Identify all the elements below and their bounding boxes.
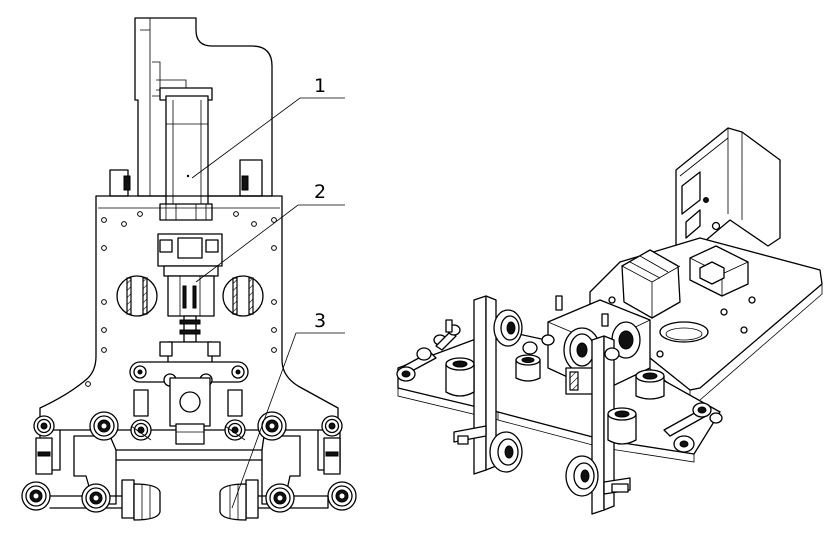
coupling-block: [157, 233, 223, 317]
suction-cup-right: [219, 479, 259, 521]
callout-3-label: 3: [314, 310, 326, 332]
suction-cup-left: [121, 479, 161, 521]
iso-roller-3: [565, 455, 599, 497]
window-right: [222, 275, 264, 317]
isometric-view: [396, 127, 823, 515]
top-bracket: [134, 17, 273, 197]
iso-cup-2: [607, 407, 637, 445]
callout-2-label: 2: [314, 181, 326, 203]
callout-1: 1: [191, 75, 345, 179]
callout-3: 3: [231, 310, 345, 509]
window-left: [116, 275, 158, 317]
front-view: [21, 17, 357, 521]
main-plate: [39, 195, 339, 431]
callout-2: 2: [195, 181, 345, 283]
iso-cup-4: [515, 354, 541, 382]
motor: [159, 87, 213, 221]
iso-motor: [621, 245, 749, 319]
iso-cup-3: [635, 369, 665, 400]
callout-1-label: 1: [314, 75, 326, 97]
iso-cup-1: [445, 357, 475, 397]
iso-roller-2: [489, 431, 523, 473]
iso-roller-1: [493, 309, 523, 347]
